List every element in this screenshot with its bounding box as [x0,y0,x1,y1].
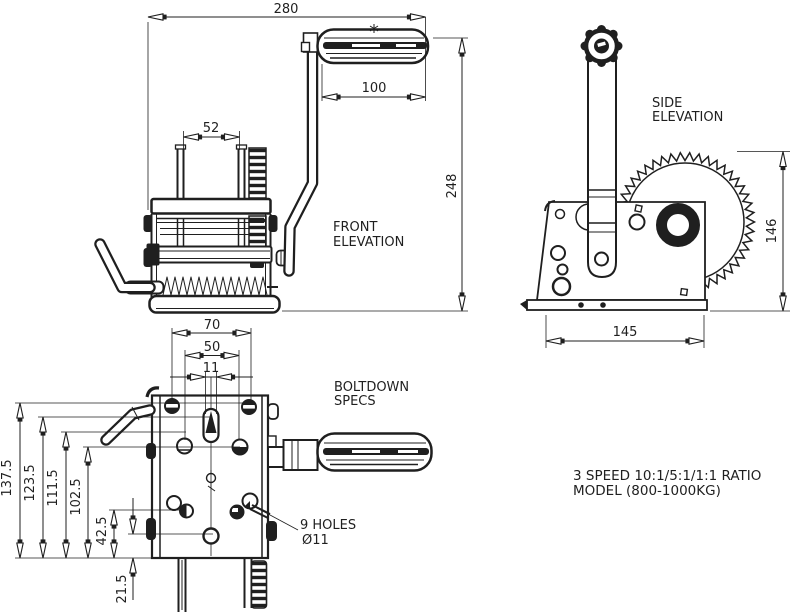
svg-text:SIDE: SIDE [652,96,682,111]
dim-50-text: 50 [204,340,221,355]
dim-248-text: 248 [445,174,460,199]
dim-146-text: 146 [765,219,780,244]
hand-crank-grip [300,24,430,65]
dim-v-111-5: 111.5 [46,431,186,559]
svg-text:ELEVATION: ELEVATION [652,110,723,125]
ratchet-lever [94,238,156,294]
center-mark-icon [369,24,379,33]
dim-overall-height: 248 [282,37,468,312]
handle-knob [580,25,623,67]
svg-text:Ø11: Ø11 [302,533,329,548]
holes-callout: 9 HOLES Ø11 [249,504,356,548]
dim-v-21-5: 21.5 [115,498,213,603]
boltdown-view: 70 50 11 137.5 [0,318,433,612]
dim-11-text: 11 [203,361,220,376]
dim-overall-width: 280 [147,2,427,210]
leader-line [256,507,299,531]
dim-wheel-height: 146 [710,150,790,312]
ratchet-lever-top [100,404,156,446]
svg-text:137.5: 137.5 [0,459,15,496]
side-elevation-view: 146 145 SIDE ELEVATION [520,25,790,348]
side-plate [535,200,706,301]
cable-hook [145,386,160,398]
dim-slot-width: 11 [170,361,253,414]
svg-text:102.5: 102.5 [69,478,84,515]
svg-text:MODEL (800-1000KG): MODEL (800-1000KG) [573,483,721,499]
dim-100-text: 100 [362,81,387,96]
dim-drum-width: 52 [182,121,241,150]
bolt-holes [164,398,259,545]
drum-legs [177,558,268,612]
drum-flanges [174,144,248,247]
boltdown-specs-label: BOLTDOWN SPECS [334,380,409,409]
svg-text:BOLTDOWN: BOLTDOWN [334,380,409,395]
svg-text:111.5: 111.5 [46,469,61,506]
side-elevation-label: SIDE ELEVATION [652,96,723,125]
crank-arm [283,47,319,277]
svg-text:FRONT: FRONT [333,220,377,235]
svg-text:3 SPEED 10:1/5:1/1:1 RATIO: 3 SPEED 10:1/5:1/1:1 RATIO [573,468,761,484]
svg-text:21.5: 21.5 [115,575,130,604]
dim-base-depth: 145 [545,315,705,348]
ratio-note: 3 SPEED 10:1/5:1/1:1 RATIO MODEL (800-10… [573,468,761,499]
svg-text:9 HOLES: 9 HOLES [300,518,356,533]
svg-text:SPECS: SPECS [334,394,376,409]
dim-v-137-5: 137.5 [0,402,247,559]
dim-280-text: 280 [274,2,299,17]
dim-outer-spacing: 70 [171,318,252,400]
svg-text:ELEVATION: ELEVATION [333,235,404,250]
svg-text:123.5: 123.5 [23,464,38,501]
hub-hole [656,203,700,247]
dim-52-text: 52 [203,121,220,136]
dim-145-text: 145 [613,325,638,340]
winch-base [148,294,281,314]
side-base [520,299,708,311]
center-symbol [205,470,217,492]
handle-shaft [587,59,617,279]
front-elevation-view: 280 100 52 248 FRONT ELEVATION [94,2,468,314]
crank-grip-top [267,432,433,472]
dim-v-123-5: 123.5 [23,416,210,559]
dim-inner-spacing: 50 [184,340,240,440]
svg-text:42.5: 42.5 [95,517,110,546]
dim-70-text: 70 [204,318,221,333]
front-elevation-label: FRONT ELEVATION [333,220,404,250]
dim-v-102-5: 102.5 [69,446,240,559]
dim-grip-length: 100 [321,64,427,101]
dim-v-42-5: 42.5 [95,509,185,559]
